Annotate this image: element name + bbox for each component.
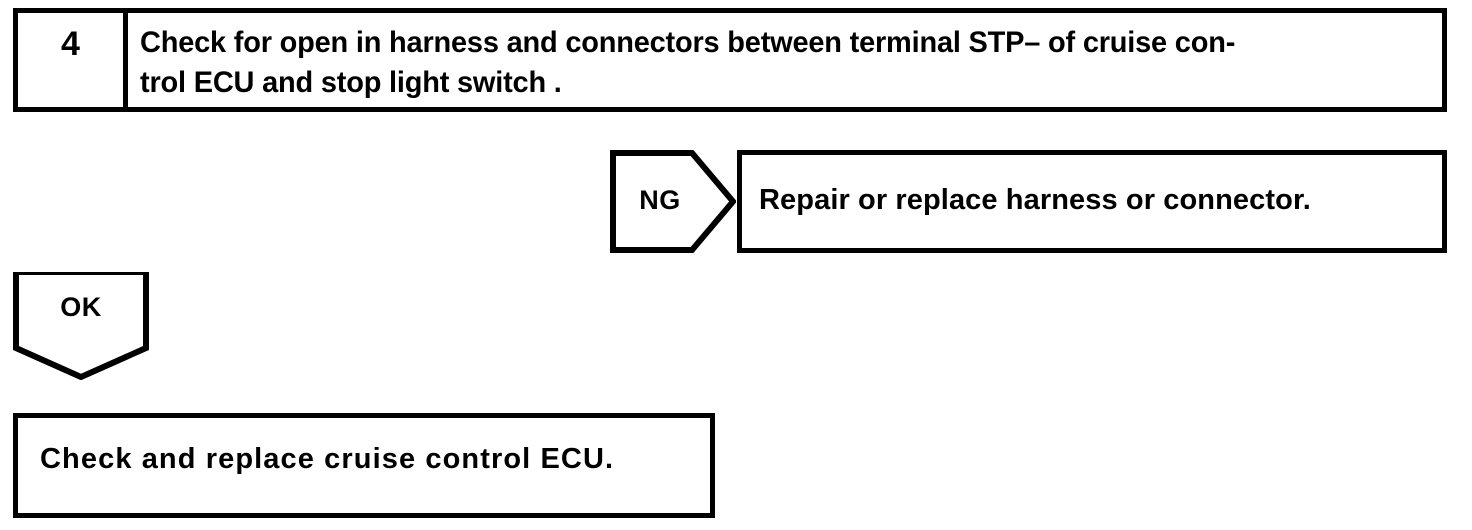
ok-branch-marker: OK: [13, 272, 149, 380]
ok-label: OK: [60, 292, 102, 322]
step-instruction-box: 4 Check for open in harness and connecto…: [13, 8, 1447, 112]
ok-result-box: Check and replace cruise control ECU.: [13, 413, 715, 518]
ng-result-text: Repair or replace harness or connector.: [759, 184, 1311, 216]
ng-branch-marker: NG: [610, 150, 736, 253]
step-number: 4: [61, 25, 80, 63]
step-number-cell: 4: [18, 13, 128, 107]
ng-result-box: Repair or replace harness or connector.: [737, 150, 1447, 253]
ng-label: NG: [639, 185, 681, 215]
pentagon-right-icon: [610, 150, 736, 253]
pentagon-down-icon: [13, 272, 149, 380]
ok-result-text: Check and replace cruise control ECU.: [40, 443, 615, 475]
step-instruction-text: Check for open in harness and connectors…: [140, 26, 1236, 99]
